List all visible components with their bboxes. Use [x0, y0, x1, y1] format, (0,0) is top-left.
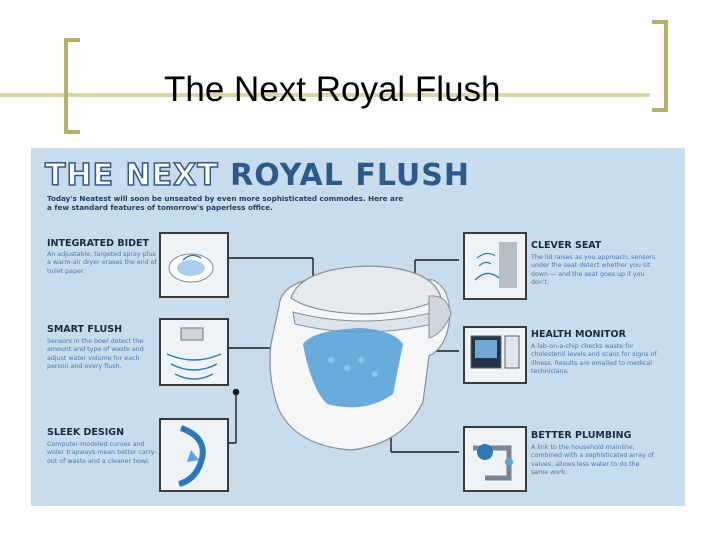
title-rule: [0, 93, 650, 97]
feature-title-smart-flush: SMART FLUSH: [47, 324, 123, 335]
smart-flush-thumbnail: [159, 318, 229, 386]
article-intro: Today's Neatest will soon be unseated by…: [47, 194, 404, 212]
feature-text-sleek-design: Computer-modeled curves and wider trapwa…: [47, 441, 157, 465]
feature-title-clever-seat: CLEVER SEAT: [531, 240, 602, 251]
feature-title-bidet: INTEGRATED BIDET: [47, 238, 149, 249]
magazine-image: THE NEXT ROYAL FLUSH Today's Neatest wil…: [31, 148, 685, 506]
right-bracket: [652, 20, 668, 112]
toilet-illustration: [189, 257, 459, 453]
sleek-design-thumbnail: [159, 418, 229, 492]
bidet-spray-icon: [168, 253, 214, 283]
banner-part-2: ROYAL FLUSH: [230, 158, 470, 193]
bidet-thumbnail: [159, 232, 229, 298]
plumbing-thumbnail: [463, 426, 527, 492]
feature-text-smart-flush: Sensors in the bowl detect the amount an…: [47, 338, 144, 370]
seat-sensor-icon: [474, 242, 517, 288]
monitor-screen-icon: [470, 335, 520, 369]
clever-seat-thumbnail: [463, 232, 527, 300]
health-monitor-thumbnail: [463, 326, 527, 384]
banner-part-1: THE NEXT: [44, 157, 219, 194]
feature-text-bidet: An adjustable, targeted spray plus a war…: [47, 251, 157, 275]
left-bracket: [64, 38, 80, 134]
feature-title-health-monitor: HEALTH MONITOR: [531, 329, 626, 340]
feature-title-better-plumbing: BETTER PLUMBING: [531, 430, 632, 441]
feature-text-better-plumbing: A link to the household mainline, combin…: [531, 444, 654, 476]
pipes-icon: [473, 444, 513, 481]
slide-title: The Next Royal Flush: [164, 70, 501, 109]
feature-text-health-monitor: A lab-on-a-chip checks waste for cholest…: [531, 343, 657, 375]
feature-title-sleek-design: SLEEK DESIGN: [47, 427, 125, 438]
flush-wave-icon: [166, 327, 222, 380]
trapway-curve-icon: [178, 425, 206, 487]
feature-text-clever-seat: The lid raises as you approach; sensors …: [531, 254, 656, 286]
article-banner: THE NEXT ROYAL FLUSH: [44, 157, 470, 194]
